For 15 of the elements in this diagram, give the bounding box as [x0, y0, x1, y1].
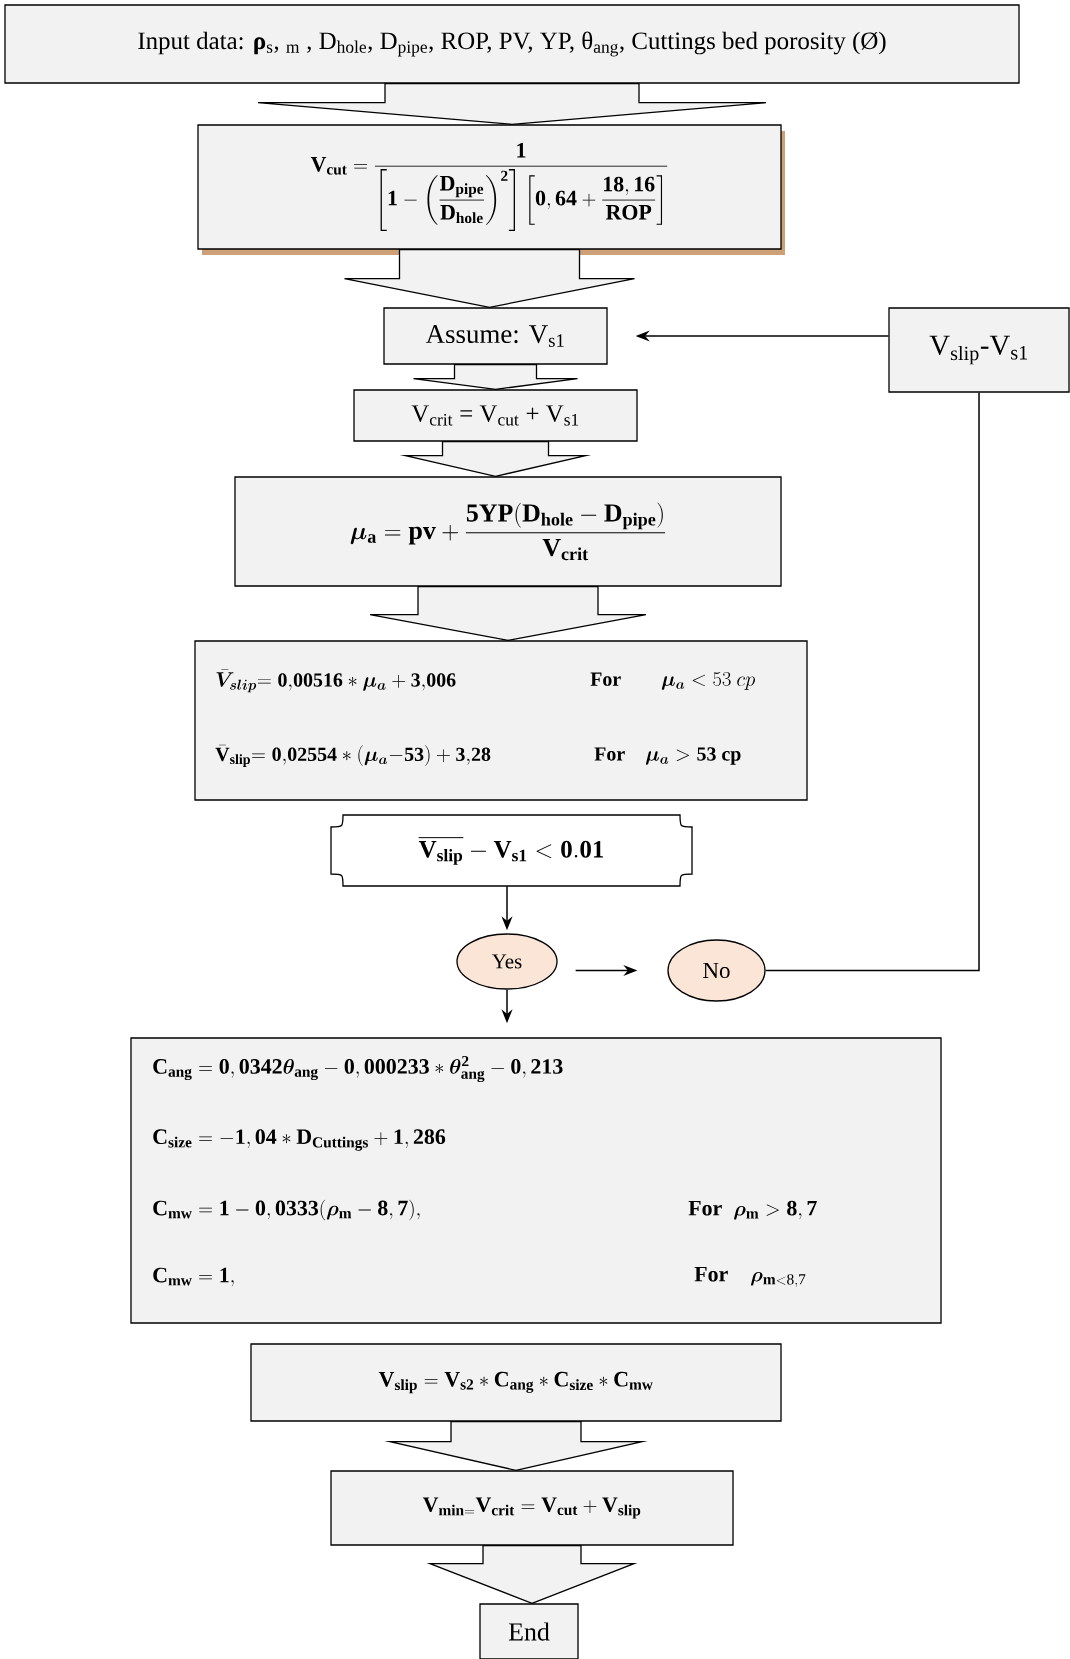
decision-box: $\overline{\mathbf{V_{slip}}}-\mathbf{V_{s1}}<\mathbf{0.01}$ [330, 814, 693, 887]
formula-box: $\mathbf{V_{cut}} = \dfrac{\mathbf{1}}{\left[\mathbf{1}-\left(\dfrac{\mathbf{D_{pipe}}}{\mathbf{D_{hole}}}\right)^{\mathbf{2}}\right]\left[\mathbf{0,64}+\dfrac{\mathbf{18,16}}{\mathbf{ROP}}\right]}$ [197, 124, 785, 255]
block-arrow [412, 364, 579, 390]
block-arrow [343, 249, 636, 308]
formula-box: $\mathbf{C_{ang}} = \mathbf{0,0342}\boldsymbol{\theta}_{\mathbf{ang}} - \mathbf{0,000233} * \boldsymbol{\theta}_{\mathbf{ang}}^{\mathbf{2}} - \mathbf{0,213}$ $\mathbf{C_{size}} = -\mathbf{1,04} * \mathbf{D_{Cuttings}} + \mathbf{1,286}$ $\mathbf{C_{mw}} = \mathbf{1} - \mathbf{0,0333(}\boldsymbol{\rho}_{\mathbf{m}} - \mathbf{8,7)},$ $\mathbf{For}\ \ \boldsymbol{\rho}_{\mathbf{m}} > \mathbf{8,7}$ $\mathbf{C_{mw}} = \mathbf{1},$ $\mathbf{For}\quad\boldsymbol{\rho}_{\mathbf{m}<\mathrm{8,7}}$ [130, 1037, 942, 1324]
input-box: Input data: ρ$_{s}$, $_{m}$ , D$_{hole}$, D$_{pipe}$, ROP, PV, YP, θ$_{ang}$, Cuttings bed porosity (Ø) [4, 4, 1020, 84]
process-box: V$_{slip}$-V$_{s1}$ [888, 307, 1070, 393]
process-box: V$_{crit}$ = V$_{cut}$ + V$_{s1}$ [353, 389, 638, 442]
formula-box: $\mathbf{V_{min=}}\mathbf{V_{crit}} = \mathbf{V_{cut}} + \mathbf{V_{slip}}$ [330, 1470, 734, 1546]
end-box: End [479, 1603, 579, 1659]
formula-box: $\mathbf{V_{slip}} = \mathbf{V_{s2}} * \mathbf{C_{ang}} * \mathbf{C_{size}} * \mathbf{C_{mw}}$ [250, 1343, 782, 1422]
formula-box: $\boldsymbol{\mu}_{\mathbf{a}} = \mathbf{pv} + \dfrac{\mathbf{5YP(D_{hole}-D_{pipe})}}{\mathbf{V_{crit}}}$ [234, 476, 782, 587]
block-arrow [257, 83, 767, 125]
process-box: Assume: V$_{s1}$ [383, 307, 608, 365]
formula-box: $\bar{\boldsymbol{V}}_{\boldsymbol{slip}}\mathbf{=0{,}00516}*\boldsymbol{\mu}_{\boldsymbol{a}}+\mathbf{3{,}006}$ $\mathbf{For}\qquad\boldsymbol{\mu}_{\boldsymbol{a}}<53\ cp$ $\bar{\mathbf{V}}_{\mathbf{slip}}\mathbf{=0{,}02554}*(\boldsymbol{\mu}_{\boldsymbol{a}}\mathbf{-53)}+\mathbf{3{,}28}$ $\mathbf{For}\quad\boldsymbol{\mu}_{\boldsymbol{a}}>\mathbf{53\ cp}$ [194, 640, 808, 801]
